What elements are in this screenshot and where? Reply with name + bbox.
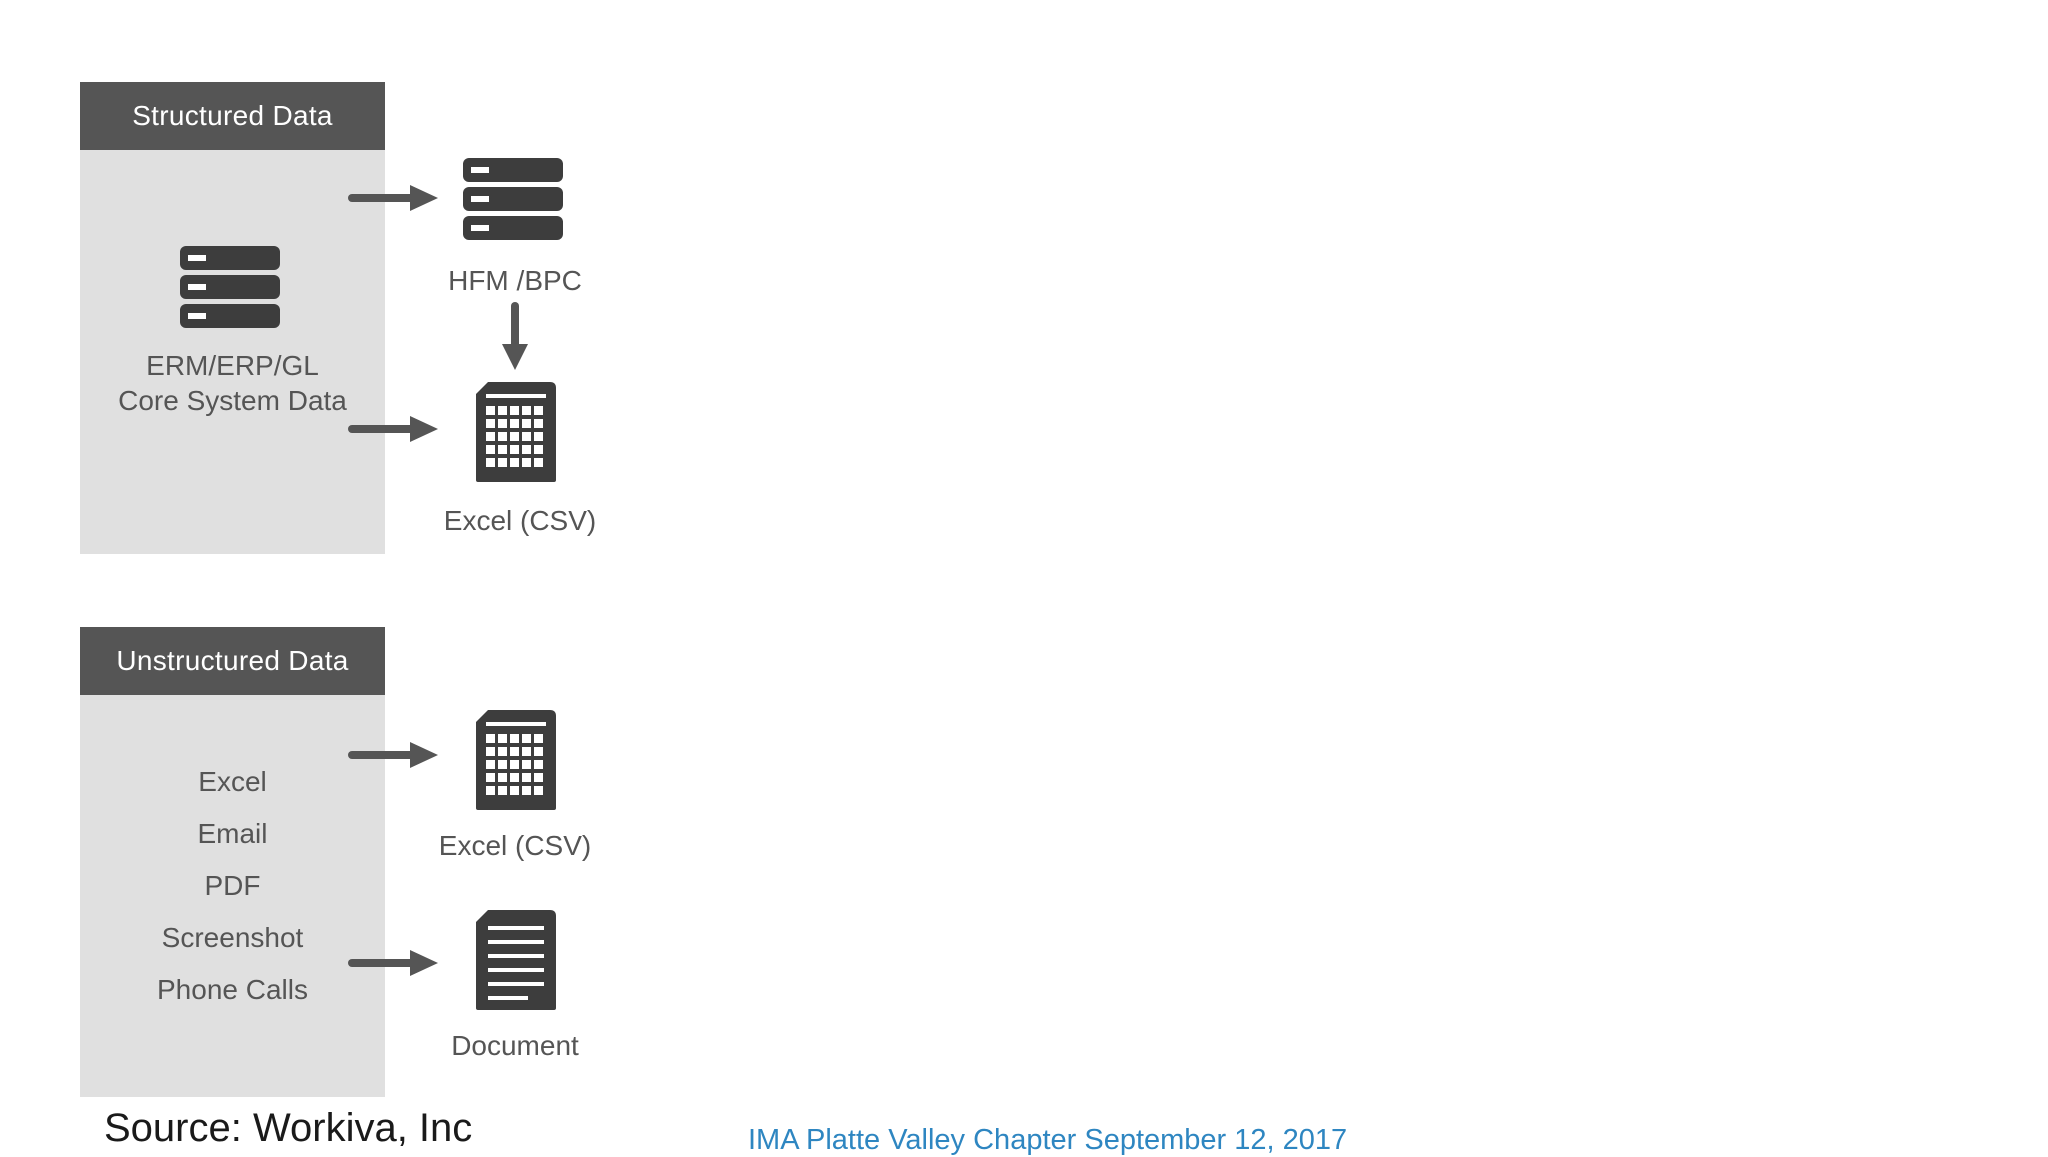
list-item: Email [197,818,268,849]
unstructured-data-panel [80,627,385,1097]
arrow-right-icon [348,185,438,211]
excel-csv-label: Excel (CSV) [443,505,597,536]
hfm-bpc-label: HFM /BPC [448,265,582,296]
list-item: Excel [198,766,267,797]
spreadsheet-icon [476,382,556,482]
document-icon [476,910,556,1010]
arrow-down-icon [502,302,528,370]
spreadsheet-icon [476,710,556,810]
server-stack-icon [180,246,280,328]
event-caption: IMA Platte Valley Chapter September 12, … [748,1124,1348,1156]
source-credit: Source: Workiva, Inc [104,1106,473,1150]
list-item: PDF [204,870,261,901]
unstructured-data-header: Unstructured Data [80,627,385,695]
arrow-right-icon [348,950,438,976]
structured-data-header: Structured Data [80,82,385,150]
excel-csv-label: Excel (CSV) [438,830,592,861]
document-label: Document [451,1030,579,1061]
arrow-right-icon [348,416,438,442]
erm-erp-gl-label: ERM/ERP/GL [146,350,319,381]
core-system-data-label: Core System Data [118,385,347,416]
list-item: Screenshot [161,922,304,953]
arrow-right-icon [348,742,438,768]
server-stack-icon [463,158,563,240]
list-item: Phone Calls [157,974,308,1005]
